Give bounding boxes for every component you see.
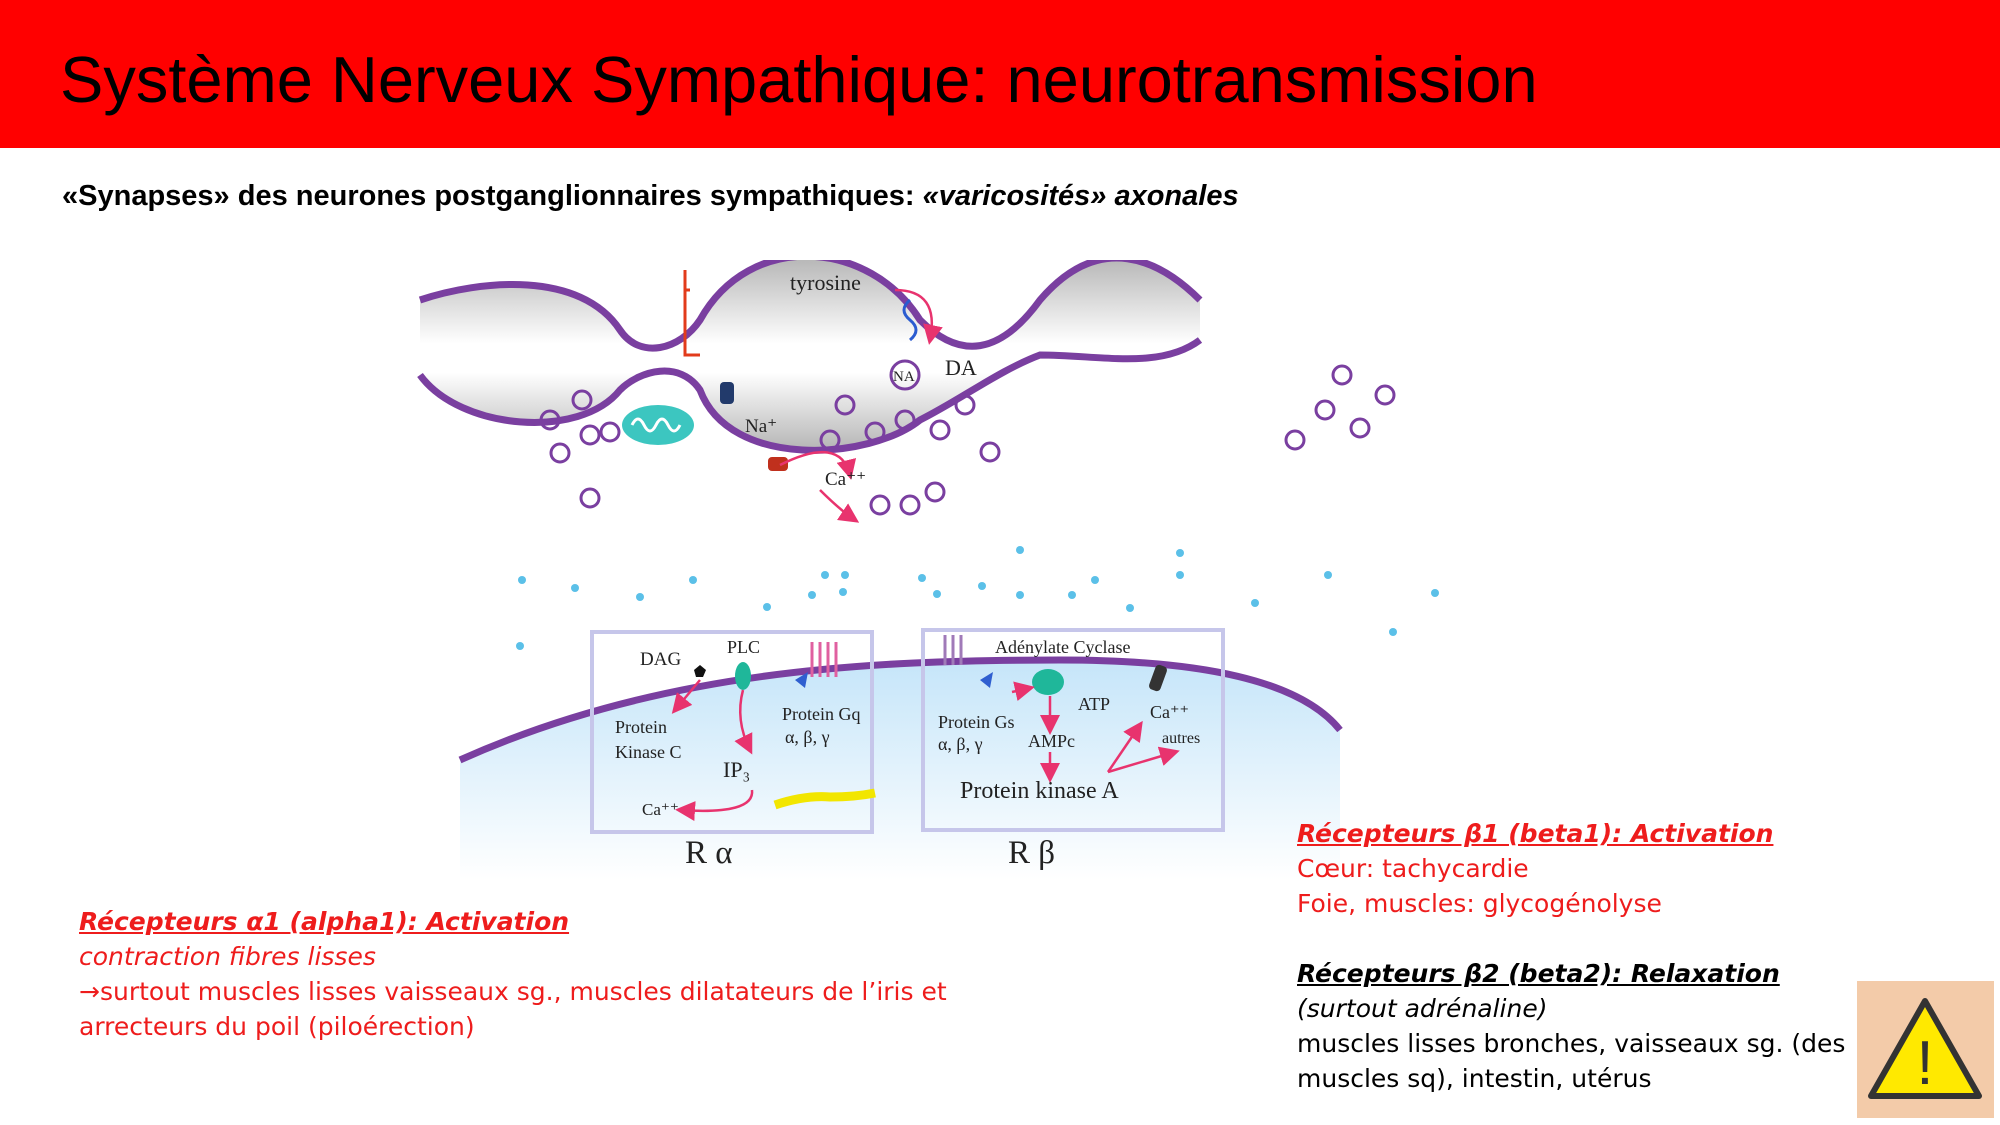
ip3-chain-icon <box>773 788 876 810</box>
alpha1-line1: contraction fibres lisses <box>79 942 376 971</box>
beta2-block: Récepteurs β2 (beta2): Relaxation (surto… <box>1297 956 1845 1096</box>
ca-channel-beta-icon <box>1149 664 1167 692</box>
ip3-arrow <box>734 689 753 755</box>
label-plc: PLC <box>727 637 760 657</box>
label-adenylate-cyclase: Adénylate Cyclase <box>995 637 1130 657</box>
plc-enzyme-icon <box>735 662 751 690</box>
pka-ca-arrow <box>1106 720 1143 773</box>
beta2-line2: muscles lisses bronches, vaisseaux sg. (… <box>1297 1029 1846 1058</box>
slide-subtitle: «Synapses» des neurones postganglionnair… <box>62 180 1239 213</box>
label-r-beta: R β <box>1008 835 1055 871</box>
alpha1-block: Récepteurs α1 (alpha1): Activation contr… <box>79 904 947 1044</box>
alpha-receptor-panel <box>590 630 874 834</box>
tyrosine-transporter-icon <box>902 298 918 342</box>
label-ampc: AMPc <box>1028 731 1075 751</box>
axon-membrane-top <box>418 260 1203 352</box>
label-autres: autres <box>1162 730 1200 747</box>
beta1-block: Récepteurs β1 (beta1): Activation Cœur: … <box>1297 816 1773 921</box>
beta1-heading: Récepteurs β1 (beta1): Activation <box>1297 819 1774 848</box>
warning-glyph: ! <box>1916 1029 1933 1098</box>
mitochondrion-icon <box>622 405 694 445</box>
label-gq-subunits: α, β, γ <box>785 727 830 747</box>
gq-protein-icon <box>795 672 808 688</box>
label-pkc-1: Protein <box>615 717 667 737</box>
beta1-line2: Foie, muscles: glycogénolyse <box>1297 889 1662 918</box>
beta-receptor-panel <box>921 628 1225 832</box>
vesicles <box>539 359 1396 516</box>
gq-receptor-icon <box>810 642 838 677</box>
label-atp: ATP <box>1078 694 1110 714</box>
neurotransmitter-molecules <box>516 546 1439 650</box>
dag-arrow <box>671 679 701 714</box>
label-pka: Protein kinase A <box>960 778 1119 804</box>
beta2-line1: (surtout adrénaline) <box>1297 994 1548 1023</box>
title-bar: Système Nerveux Sympathique: neurotransm… <box>0 0 2000 148</box>
alpha1-heading: Récepteurs α1 (alpha1): Activation <box>79 907 570 936</box>
alpha1-line2: →surtout muscles lisses vaisseaux sg., m… <box>79 977 947 1006</box>
varicosity-diagram: tyrosine DA NA Na⁺ Ca⁺⁺ DAG PLC Protein … <box>417 260 1439 880</box>
na-channel-icon <box>720 382 734 404</box>
beta1-line1: Cœur: tachycardie <box>1297 854 1529 883</box>
axon-membrane-bottom <box>417 337 1203 454</box>
release-arrow <box>819 489 860 523</box>
label-ip3: IP₃ <box>723 757 750 782</box>
warning-triangle-icon: ! <box>1868 998 1982 1099</box>
gs-protein-icon <box>980 672 993 688</box>
warning-box: ! <box>1857 981 1994 1118</box>
label-r-alpha: R α <box>685 835 733 871</box>
action-potential-icon <box>683 270 700 357</box>
ca-channel-icon <box>768 457 788 471</box>
label-ca-alpha: Ca⁺⁺ <box>642 800 679 819</box>
label-protein-gs: Protein Gs <box>938 712 1015 732</box>
label-ca-beta: Ca⁺⁺ <box>1150 702 1189 722</box>
gs-arrow <box>1011 681 1035 702</box>
label-na-plus: Na⁺ <box>745 416 777 437</box>
beta2-heading: Récepteurs β2 (beta2): Relaxation <box>1297 959 1780 988</box>
label-protein-gq: Protein Gq <box>782 704 861 724</box>
slide-title: Système Nerveux Sympathique: neurotransm… <box>60 43 1538 116</box>
effector-membrane <box>458 656 1343 764</box>
label-gs-subunits: α, β, γ <box>938 734 983 754</box>
alpha1-line3: arrecteurs du poil (piloérection) <box>79 1012 475 1041</box>
pka-autres-arrow <box>1107 746 1180 774</box>
label-da: DA <box>945 355 977 380</box>
calcium-arrow <box>779 450 857 480</box>
effector-cell <box>460 660 1340 880</box>
label-ca-top: Ca⁺⁺ <box>825 469 866 490</box>
tyrosine-arrow <box>894 288 943 345</box>
label-pkc-2: Kinase C <box>615 742 682 762</box>
dag-marker-icon <box>694 665 706 677</box>
ca-release-arrow <box>675 789 754 821</box>
label-na: NA <box>893 369 915 385</box>
adenylate-cyclase-icon <box>1032 669 1064 695</box>
label-tyrosine: tyrosine <box>790 270 861 295</box>
subtitle-italic: «varicosités» axonales <box>922 180 1239 212</box>
axon-varicosity <box>420 260 1200 451</box>
beta2-line3: muscles sq), intestin, utérus <box>1297 1064 1652 1093</box>
subtitle-plain: «Synapses» des neurones postganglionnair… <box>62 180 923 212</box>
gs-receptor-icon <box>943 635 963 665</box>
label-dag: DAG <box>640 649 681 670</box>
